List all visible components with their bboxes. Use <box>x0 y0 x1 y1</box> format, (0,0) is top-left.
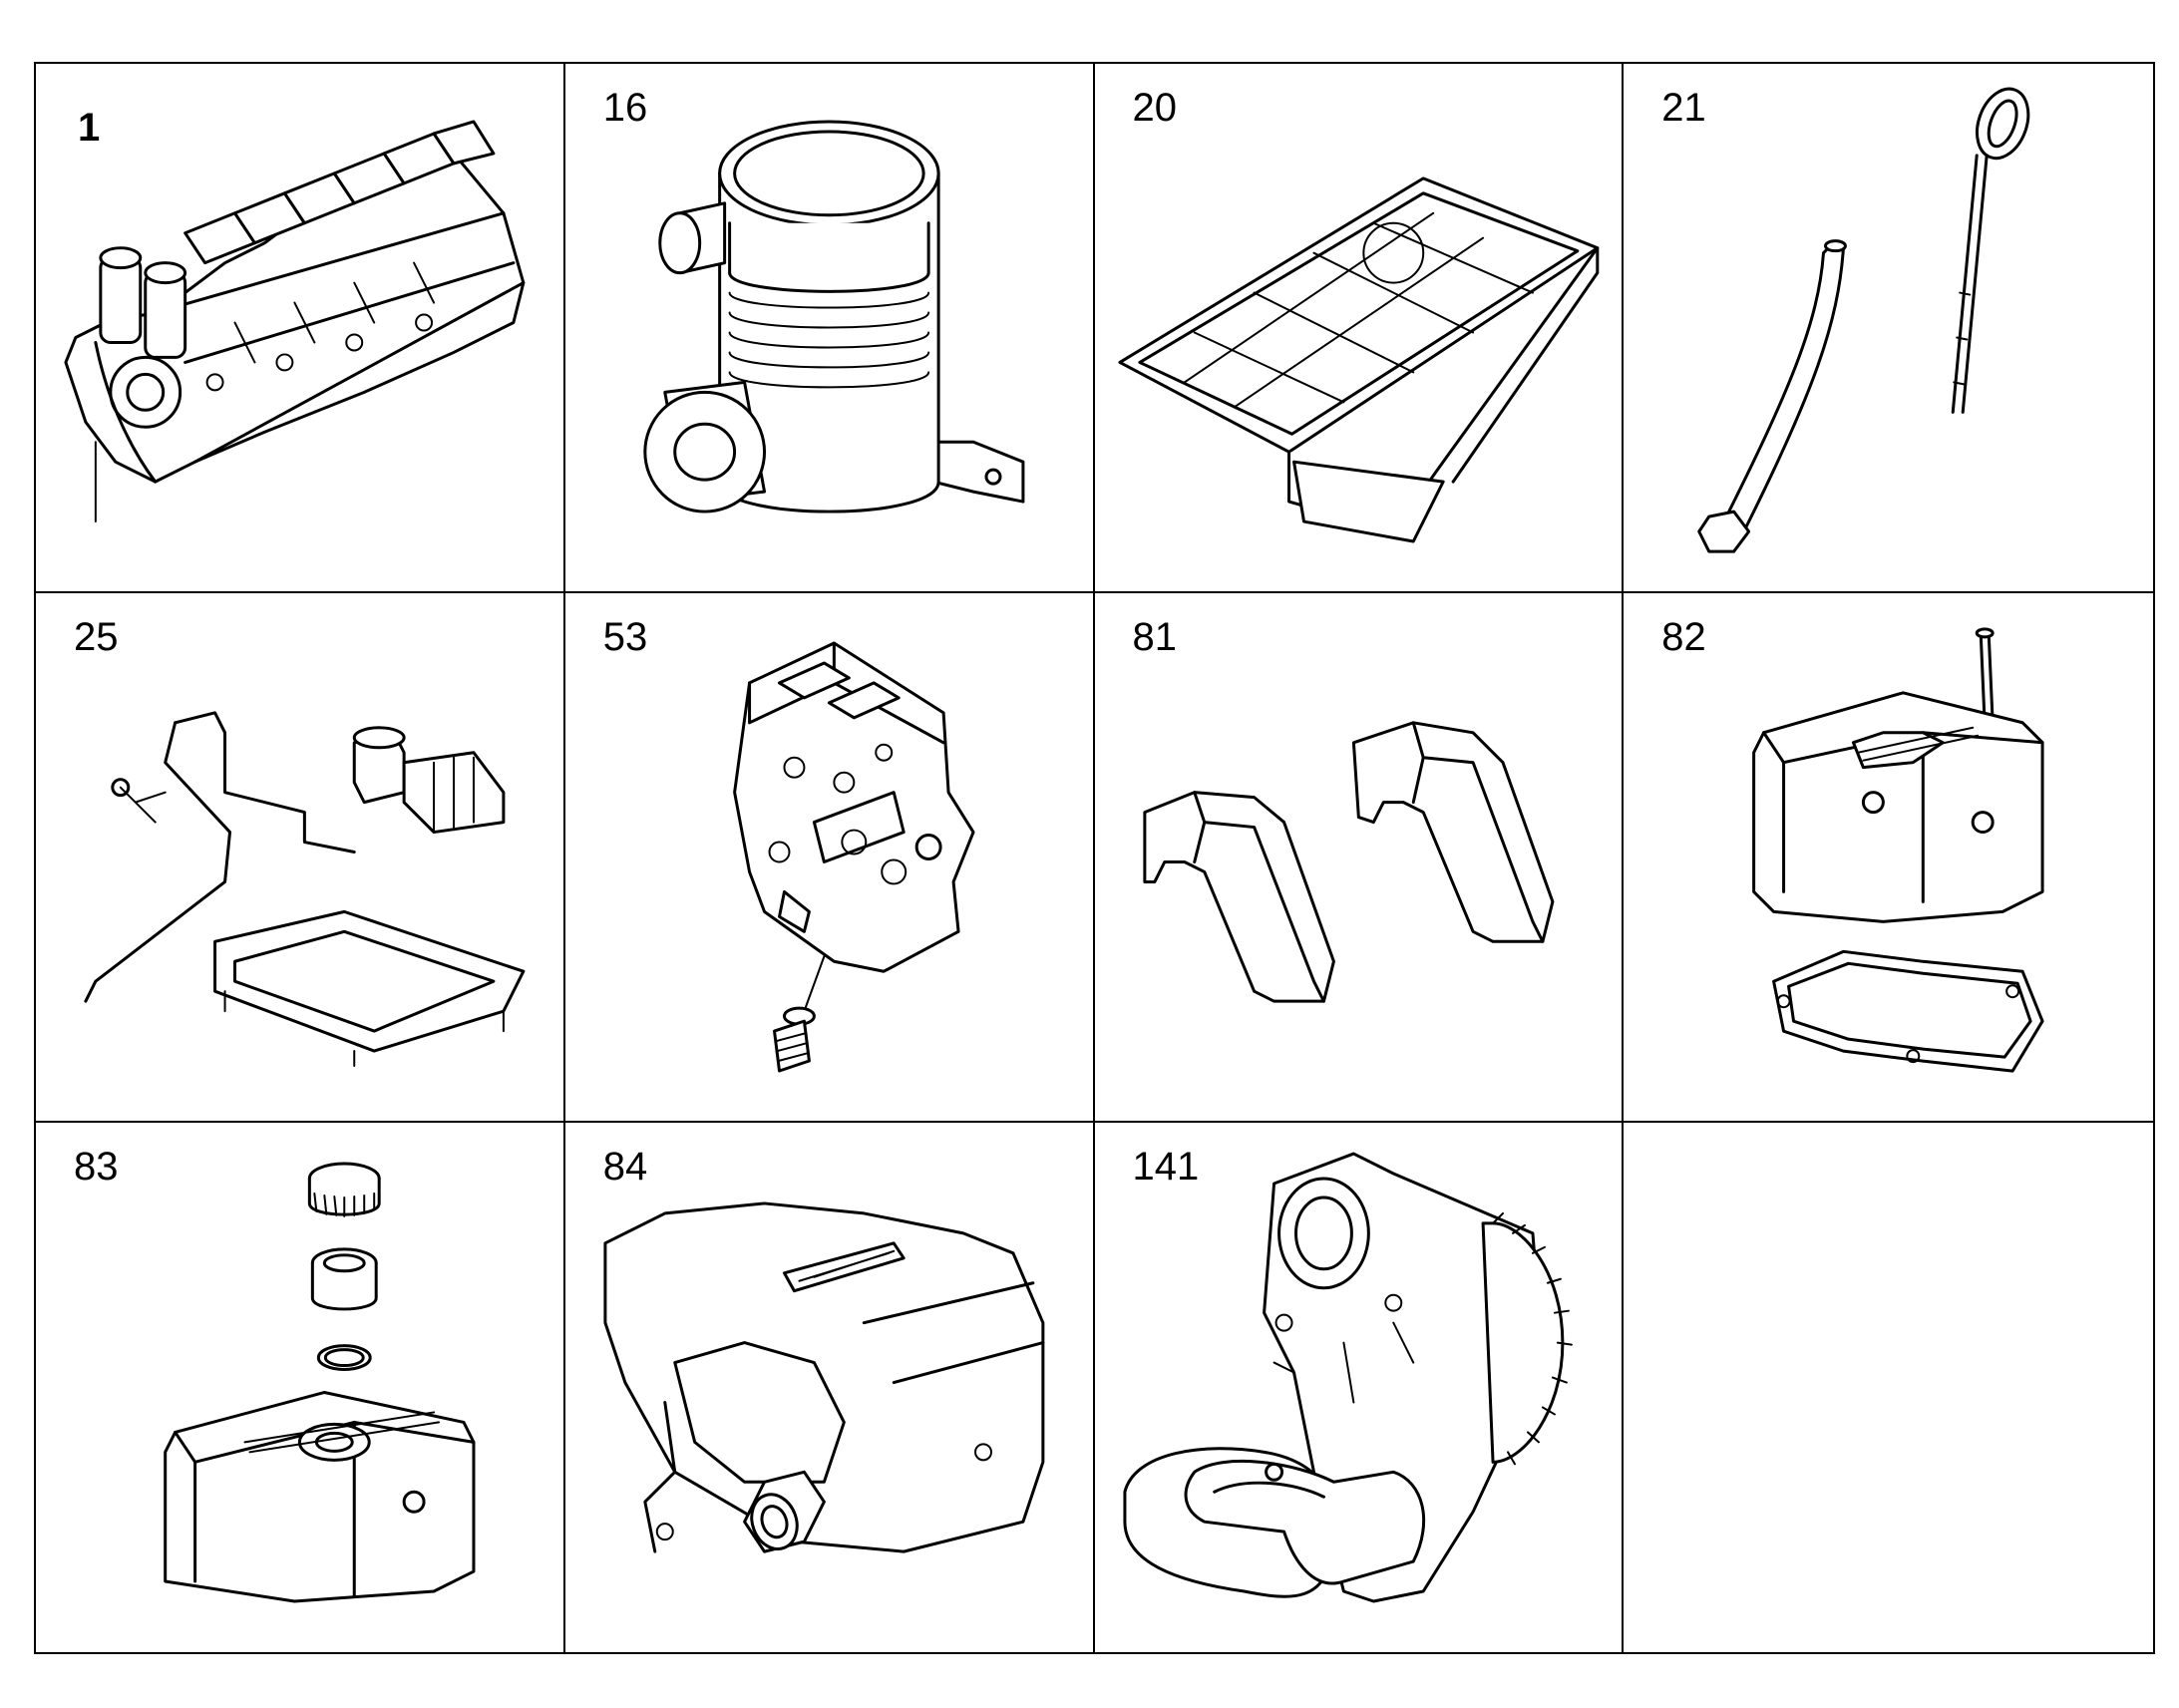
cover-plate-illustration <box>732 641 975 1073</box>
part-cell-141[interactable]: 141 <box>1095 1123 1625 1652</box>
dipstick-illustration <box>1697 87 2030 553</box>
part-number: 83 <box>74 1145 119 1189</box>
oil-pan-illustration <box>1117 176 1599 543</box>
part-number: 16 <box>602 86 648 130</box>
air-filter-illustration <box>643 120 1025 513</box>
part-number: 82 <box>1661 615 1706 659</box>
part-cell-16[interactable]: 16 <box>564 64 1095 593</box>
empty-cell <box>1624 1123 2153 1652</box>
parts-grid: 1 16 <box>34 62 2155 1654</box>
oil-pump-illustration <box>1122 1152 1573 1603</box>
engine-block-illustration <box>64 120 526 523</box>
part-number: 53 <box>602 615 648 659</box>
valve-cover-gasket-illustration <box>1752 627 2044 1073</box>
part-number: 1 <box>78 106 101 150</box>
part-number: 141 <box>1132 1145 1200 1189</box>
part-cell-53[interactable]: 53 <box>564 593 1095 1123</box>
part-cell-20[interactable]: 20 <box>1094 64 1625 593</box>
part-cell-82[interactable]: 82 <box>1624 593 2153 1123</box>
oil-line-assembly-illustration <box>84 711 526 1068</box>
part-cell-84[interactable]: 84 <box>565 1123 1095 1652</box>
brackets-illustration <box>1142 721 1554 1003</box>
valve-cover-cap-illustration <box>164 1162 476 1603</box>
part-cell-21[interactable]: 21 <box>1624 64 2153 593</box>
part-number: 20 <box>1132 86 1178 130</box>
part-cell-81[interactable]: 81 <box>1094 593 1625 1123</box>
intake-manifold-illustration <box>603 1201 1045 1553</box>
part-number: 84 <box>602 1145 648 1189</box>
part-cell-83[interactable]: 83 <box>36 1123 565 1652</box>
part-cell-25[interactable]: 25 <box>36 593 565 1123</box>
part-number: 81 <box>1132 615 1178 659</box>
part-cell-1[interactable]: 1 <box>36 64 565 593</box>
part-number: 25 <box>74 615 119 659</box>
part-number: 21 <box>1661 86 1706 130</box>
